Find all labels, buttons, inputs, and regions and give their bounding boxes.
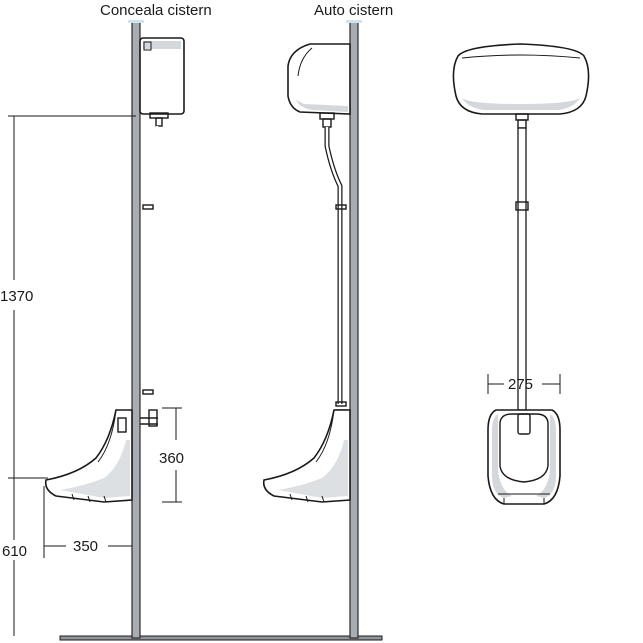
front-flush-pipe xyxy=(515,127,529,411)
auto-view xyxy=(262,21,359,639)
auto-cistern xyxy=(287,43,351,128)
middle-wall xyxy=(349,21,359,639)
conceala-view: 1370 610 350 360 xyxy=(0,21,185,639)
conceala-urinal xyxy=(44,409,133,503)
front-cistern xyxy=(452,43,590,129)
dimension-275: 275 xyxy=(487,374,561,394)
dimension-275-label: 275 xyxy=(508,376,533,393)
dimension-610-label: 610 xyxy=(2,543,27,560)
dimension-1370: 1370 xyxy=(0,115,136,479)
dimension-610: 610 xyxy=(2,478,27,636)
middle-wall-cap xyxy=(346,20,362,23)
dimension-1370-label: 1370 xyxy=(0,288,33,305)
floor-line xyxy=(59,635,383,641)
dimension-360-label: 360 xyxy=(159,450,184,467)
auto-flush-pipe xyxy=(324,127,347,429)
conceala-cistern xyxy=(139,37,185,127)
conceala-cistern-title: Conceala cistern xyxy=(100,2,212,19)
conceala-flush-pipe xyxy=(140,125,160,427)
auto-cistern-title: Auto cistern xyxy=(314,2,393,19)
dimension-350-label: 350 xyxy=(73,538,98,555)
left-wall xyxy=(131,21,141,639)
front-urinal xyxy=(487,409,561,505)
dimension-350: 350 xyxy=(43,486,132,558)
front-view: 275 xyxy=(452,43,590,505)
left-wall-cap xyxy=(128,20,144,23)
auto-urinal xyxy=(262,409,351,503)
dimension-360: 360 xyxy=(159,407,184,503)
